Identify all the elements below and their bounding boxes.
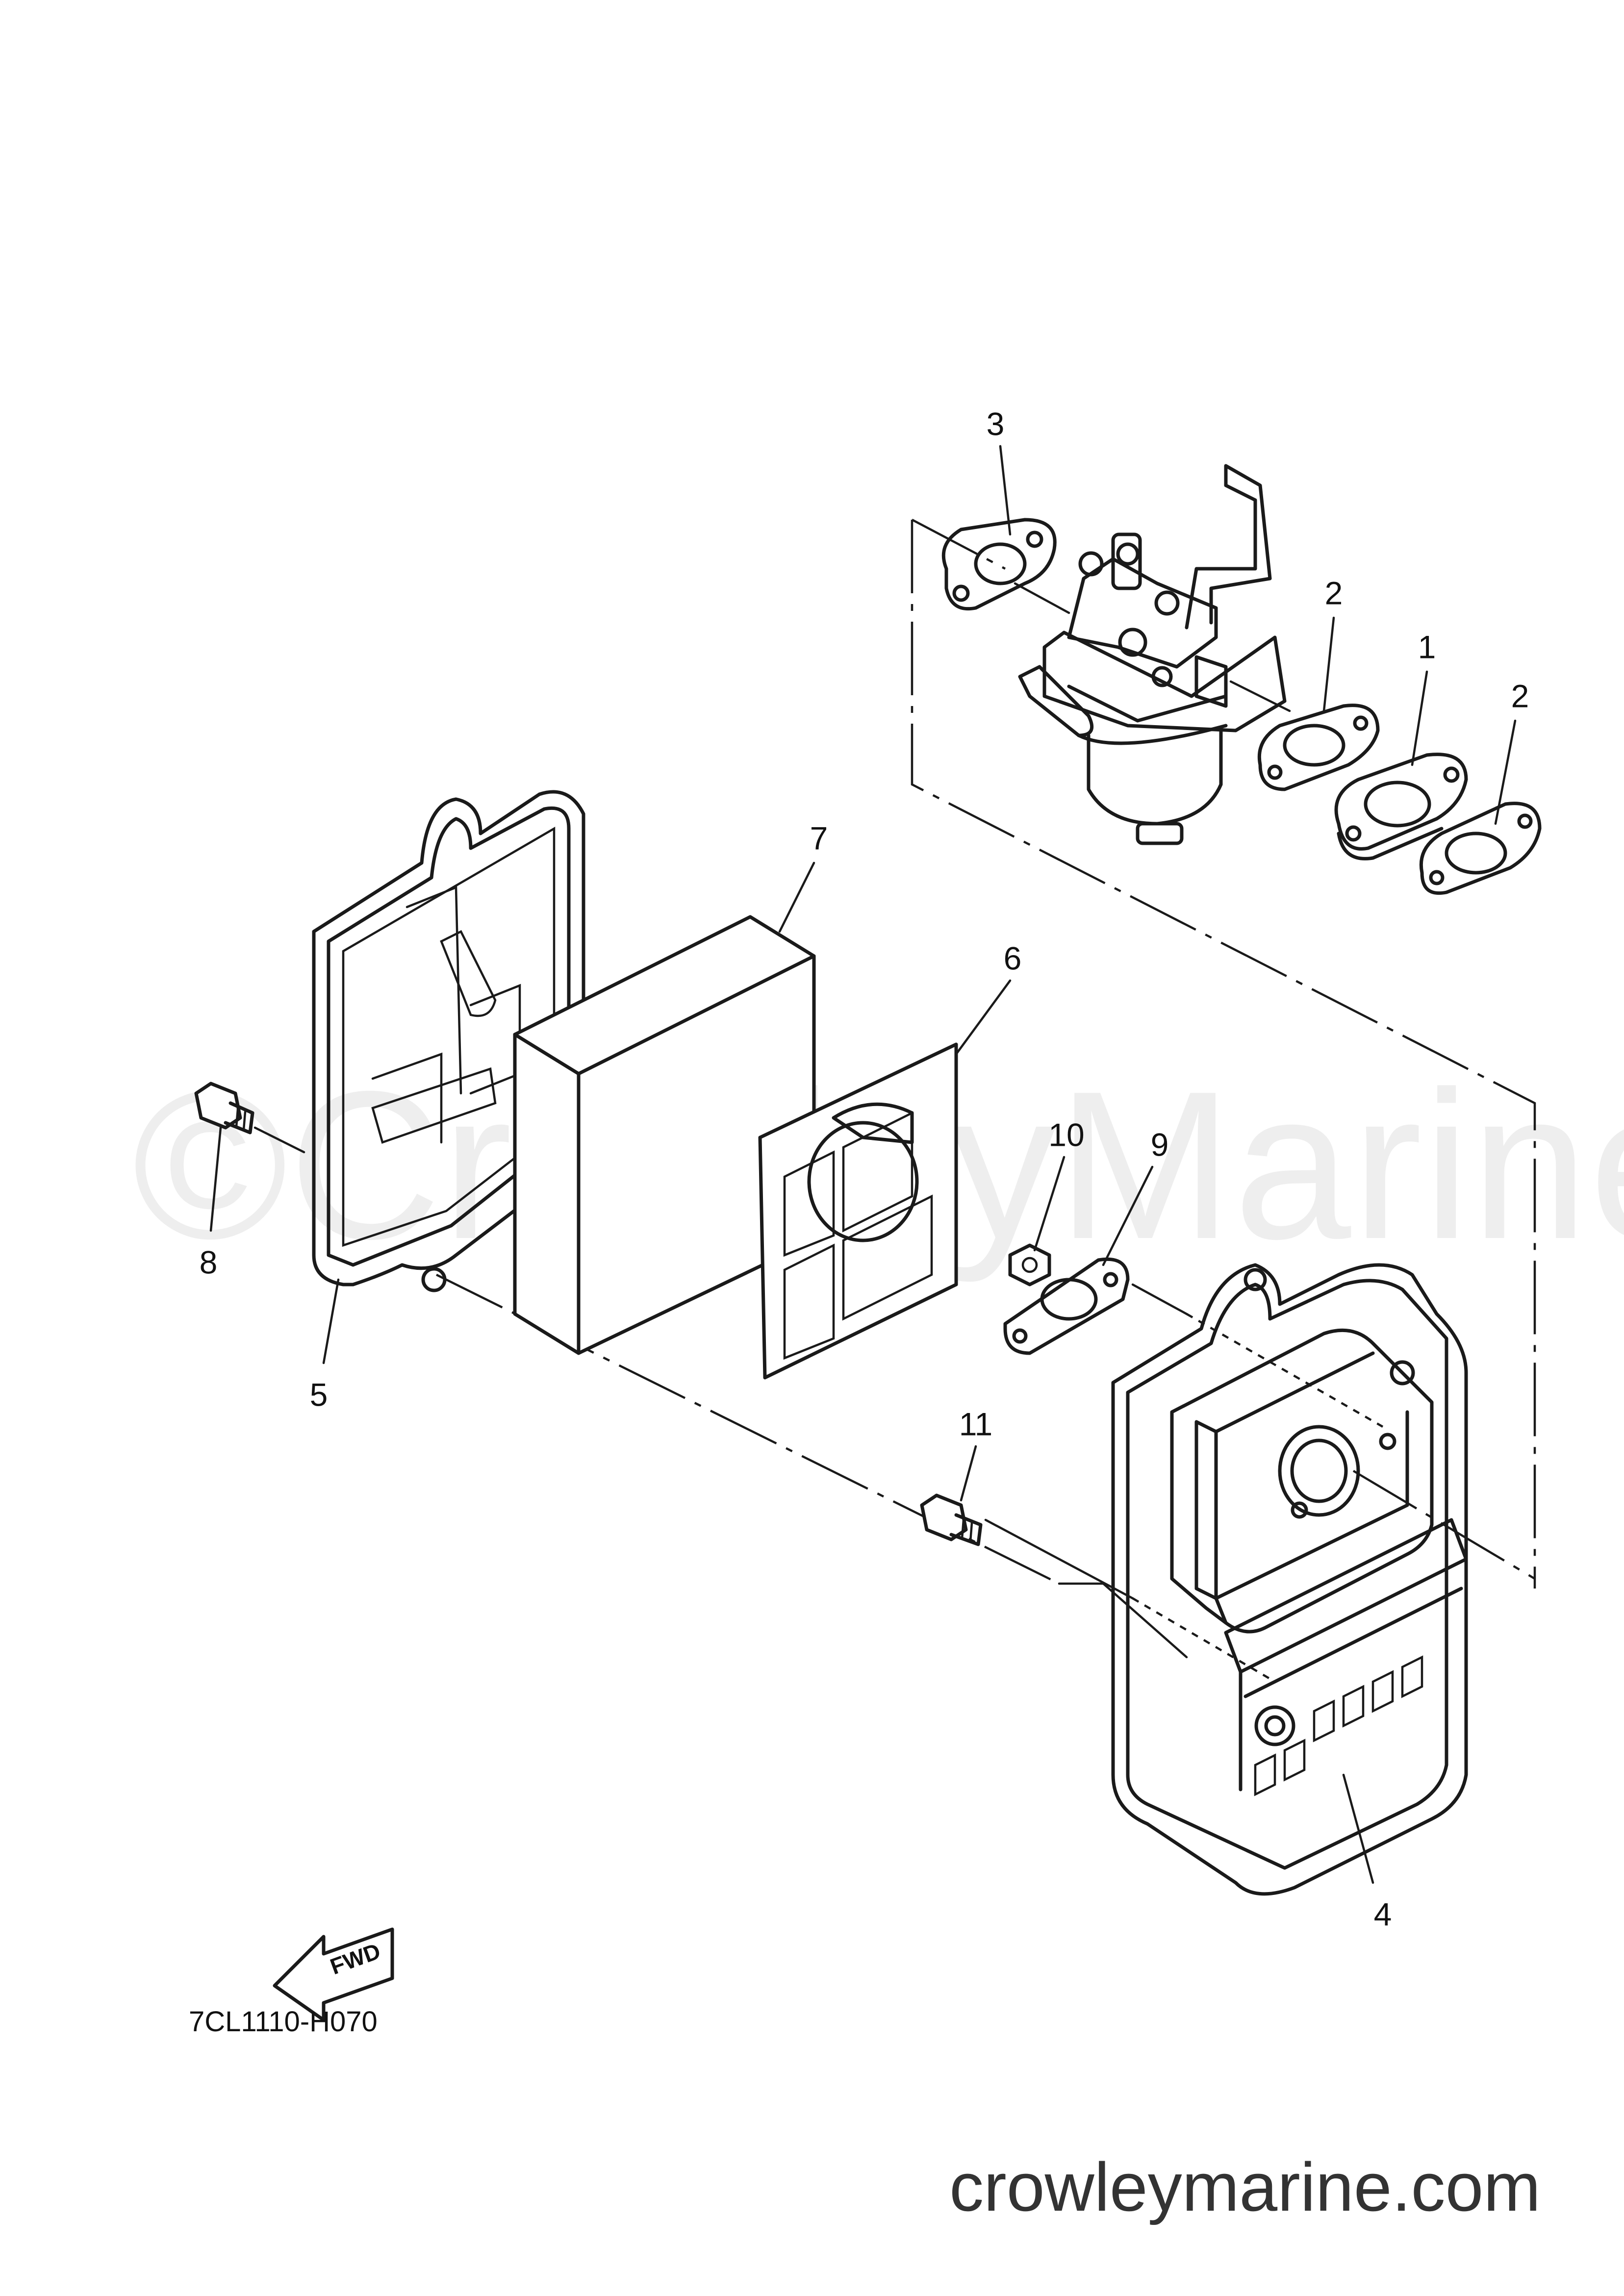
callout-4: 4 bbox=[1374, 1896, 1392, 1932]
callout-11: 11 bbox=[959, 1406, 993, 1442]
part-gasket-2a bbox=[1257, 704, 1380, 791]
callout-9: 9 bbox=[1151, 1126, 1169, 1162]
part-air-cleaner-case-4 bbox=[1111, 1263, 1468, 1896]
callout-10: 10 bbox=[1048, 1116, 1084, 1153]
callout-6: 6 bbox=[1004, 940, 1022, 976]
callout-7: 7 bbox=[810, 820, 828, 856]
callout-8: 8 bbox=[200, 1244, 218, 1280]
part-bolt-11 bbox=[920, 1493, 983, 1546]
callout-2-right: 2 bbox=[1511, 678, 1529, 714]
leader-lines bbox=[209, 445, 1517, 1884]
callout-1: 1 bbox=[1418, 629, 1436, 665]
part-carburetor bbox=[1018, 464, 1287, 845]
part-nut-10 bbox=[1008, 1243, 1051, 1287]
part-element-plate-6 bbox=[758, 1042, 958, 1380]
callout-3: 3 bbox=[987, 405, 1005, 442]
diagram-code: 7CL1110-H070 bbox=[189, 2006, 378, 2038]
part-insulator-1 bbox=[1334, 753, 1468, 860]
callout-2-left: 2 bbox=[1325, 575, 1343, 611]
part-bolt-8 bbox=[194, 1082, 254, 1135]
part-gasket-2b bbox=[1419, 802, 1542, 895]
part-gasket-9 bbox=[1003, 1257, 1130, 1355]
callout-5: 5 bbox=[310, 1376, 328, 1413]
site-watermark: crowleymarine.com bbox=[949, 2148, 1541, 2225]
part-gasket-3 bbox=[941, 518, 1057, 611]
callout-numbers: 3 2 1 2 7 6 10 9 8 5 11 4 bbox=[200, 405, 1529, 1932]
fwd-arrow-icon: FWD bbox=[273, 1927, 394, 2022]
